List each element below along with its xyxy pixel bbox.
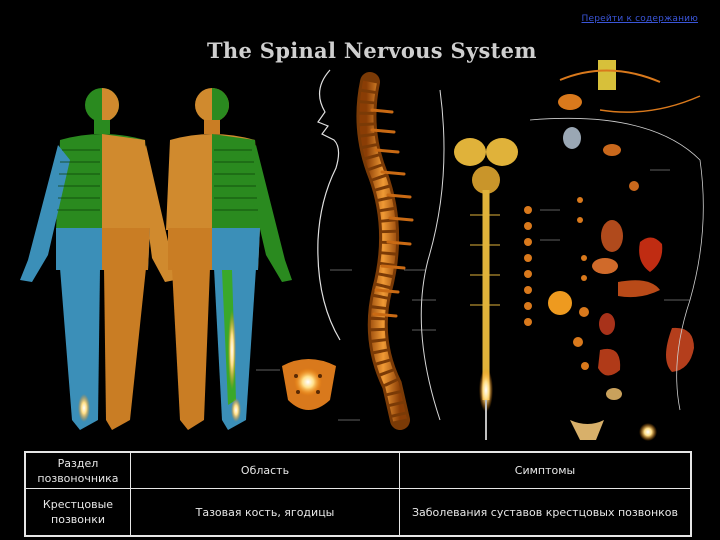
header-spine-section: Раздел позвоночника bbox=[25, 452, 131, 489]
cell-symptoms: Заболевания суставов крестцовых позвонко… bbox=[400, 489, 692, 537]
table-header-row: Раздел позвоночника Область Симптомы bbox=[25, 452, 691, 489]
back-curve-outline bbox=[421, 90, 444, 420]
sacrum-illustration bbox=[282, 359, 336, 410]
body-figure-back bbox=[166, 88, 292, 430]
internal-organs bbox=[570, 220, 694, 441]
spinal-nervous-system-illustration bbox=[0, 60, 720, 450]
back-to-contents-link[interactable]: Перейти к содержанию bbox=[581, 14, 698, 24]
brain-and-spinal-cord bbox=[454, 138, 518, 440]
body-figure-front bbox=[20, 88, 175, 430]
cell-area: Тазовая кость, ягодицы bbox=[131, 489, 400, 537]
header-area: Область bbox=[131, 452, 400, 489]
vertebra-cross-section bbox=[558, 60, 700, 191]
organ-pancreas-disc bbox=[548, 291, 572, 315]
spine-symptoms-table: Раздел позвоночника Область Симптомы Кре… bbox=[24, 451, 692, 537]
head-profile-outline bbox=[318, 70, 340, 340]
ganglia-chain-right bbox=[573, 197, 589, 370]
header-symptoms: Симптомы bbox=[400, 452, 692, 489]
spine-column bbox=[366, 82, 412, 420]
ganglia-chain bbox=[524, 206, 532, 326]
table-row: Крестцовые позвонки Тазовая кость, ягоди… bbox=[25, 489, 691, 537]
cell-spine-section: Крестцовые позвонки bbox=[25, 489, 131, 537]
